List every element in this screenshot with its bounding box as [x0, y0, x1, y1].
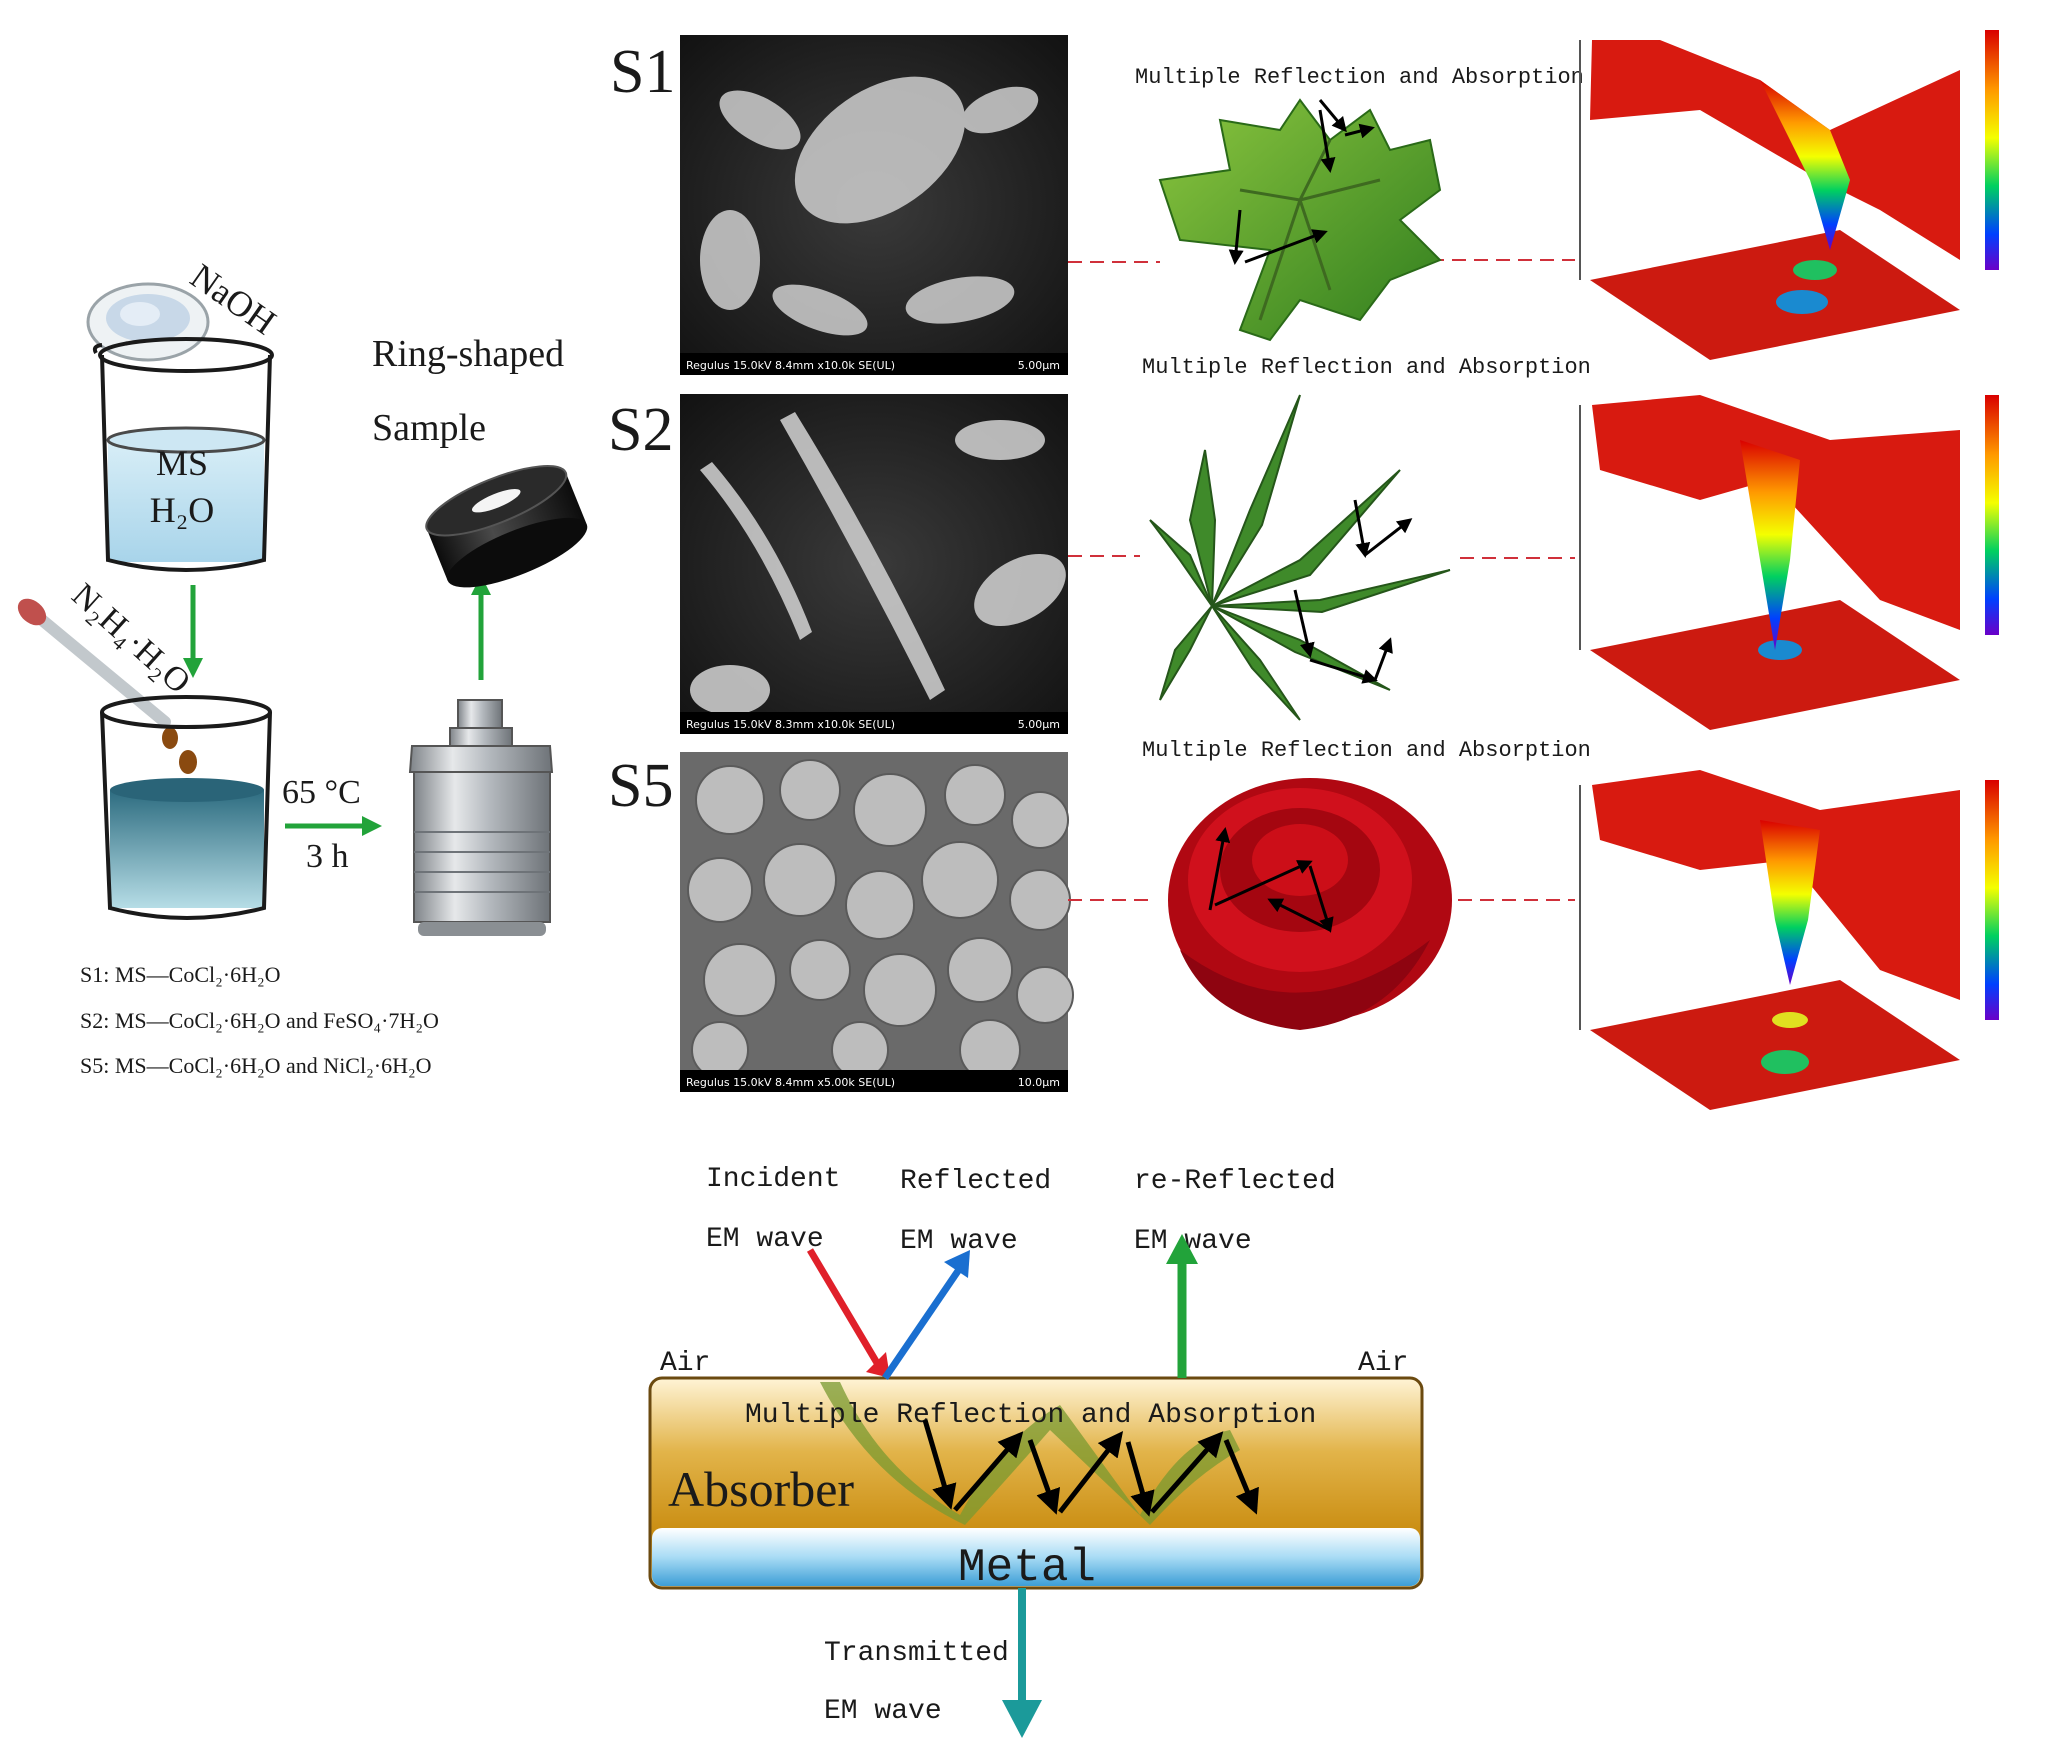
incident-label-1: Incident	[706, 1164, 840, 1195]
sem-image-s1: Regulus 15.0kV 8.4mm x10.0k SE(UL) 5.00μ…	[680, 35, 1068, 375]
ring-sample-icon	[425, 465, 588, 588]
mechanism-diagram: Incident EM wave Reflected EM wave re-Re…	[648, 1164, 1424, 1738]
pipette-icon	[17, 598, 197, 774]
sem-caption-s5: Regulus 15.0kV 8.4mm x5.00k SE(UL)	[686, 1076, 895, 1089]
duration-label: 3 h	[306, 838, 349, 875]
beaker-ms-h2o	[92, 337, 274, 572]
reflected-label-2: EM wave	[900, 1226, 1018, 1257]
drop-icon	[179, 750, 197, 774]
autoclave-icon	[408, 699, 554, 936]
absorber-label: Absorber	[668, 1461, 854, 1517]
transmitted-label-2: EM wave	[824, 1696, 942, 1727]
incident-label-2: EM wave	[706, 1224, 824, 1255]
rose-icon	[1168, 778, 1452, 1030]
temperature-label: 65 °C	[282, 774, 361, 811]
sample-label-s1: S1	[610, 38, 675, 106]
rereflected-label-1: re-Reflected	[1134, 1166, 1336, 1197]
sem-scale-s2: 5.00μm	[1018, 718, 1060, 731]
metal-layer	[652, 1528, 1420, 1586]
sem-caption-s1: Regulus 15.0kV 8.4mm x10.0k SE(UL)	[686, 359, 895, 372]
colorbar	[1985, 395, 1999, 635]
rereflected-label-2: EM wave	[1134, 1226, 1252, 1257]
naoh-dish	[86, 282, 210, 362]
rl-plot-s5	[1579, 770, 1999, 1110]
recipe-s1: S1: MS—CoCl₂·6H₂O	[80, 962, 281, 987]
recipe-s5: S5: MS—CoCl₂·6H₂O and NiCl₂·6H₂O	[80, 1053, 432, 1078]
metal-label: Metal	[958, 1542, 1096, 1594]
mechanism-label-s5: Multiple Reflection and Absorption	[1142, 738, 1591, 763]
ring-sample-label-2: Sample	[372, 407, 486, 449]
ring-sample-label-1: Ring-shaped	[372, 333, 564, 375]
beaker1-label-h2o: H₂O	[150, 490, 215, 530]
incident-arrow-icon	[806, 1248, 884, 1370]
reflected-arrow-icon	[882, 1266, 963, 1380]
zigzag-arrows	[922, 1419, 1259, 1517]
drop-icon	[162, 727, 178, 749]
sem-scale-s1: 5.00μm	[1018, 359, 1060, 372]
hydrazine-label: N₂H₄·H₂O	[65, 576, 198, 701]
dashed-connectors	[1068, 259, 1575, 901]
sem-image-s5: Regulus 15.0kV 8.4mm x5.00k SE(UL) 10.0μ…	[680, 752, 1074, 1092]
maple-leaf-icon	[1158, 98, 1442, 342]
transmitted-label-1: Transmitted	[824, 1638, 1009, 1669]
colorbar	[1985, 780, 1999, 1020]
colorbar	[1985, 30, 1999, 270]
mechanism-label-s2: Multiple Reflection and Absorption	[1142, 355, 1591, 380]
beaker1-label-ms: MS	[156, 443, 208, 483]
sample-label-s2: S2	[608, 396, 673, 464]
sample-label-s5: S5	[608, 752, 673, 820]
recipe-s2: S2: MS—CoCl₂·6H₂O and FeSO₄·7H₂O	[80, 1008, 439, 1033]
rl-plot-s1	[1579, 30, 1999, 360]
inner-mechanism-label: Multiple Reflection and Absorption	[745, 1400, 1316, 1431]
beaker-reaction	[100, 695, 272, 920]
palmate-leaf-icon	[1149, 394, 1451, 721]
air-label-right: Air	[1358, 1348, 1408, 1379]
sem-scale-s5: 10.0μm	[1018, 1076, 1060, 1089]
rl-plot-s2	[1579, 395, 1999, 730]
synthesis-scheme: NaOH MS H₂O N₂H₄·H₂O 65 °C	[17, 256, 588, 1078]
air-label-left: Air	[660, 1348, 710, 1379]
sem-caption-s2: Regulus 15.0kV 8.3mm x10.0k SE(UL)	[686, 718, 895, 731]
mechanism-label-s1: Multiple Reflection and Absorption	[1135, 65, 1584, 90]
sem-image-s2: Regulus 15.0kV 8.3mm x10.0k SE(UL) 5.00μ…	[680, 394, 1068, 734]
reflected-label-1: Reflected	[900, 1166, 1051, 1197]
